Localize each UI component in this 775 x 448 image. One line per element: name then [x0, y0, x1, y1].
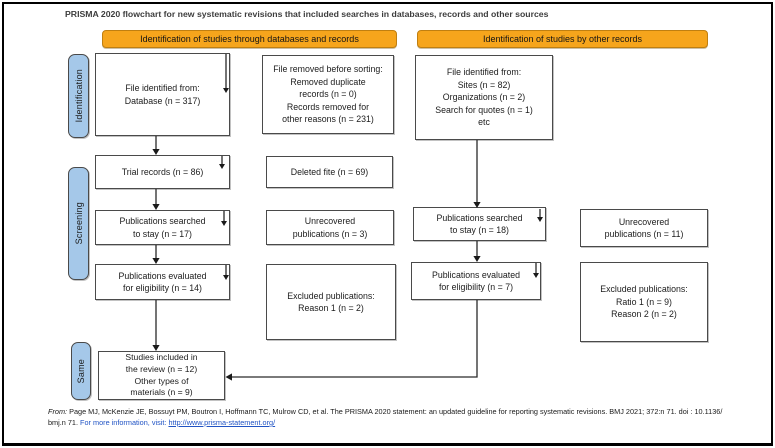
- stage-label-identification: Identification: [68, 54, 89, 138]
- box-unrecovered-other: Unrecovered publications (n = 11): [580, 209, 708, 247]
- arrow-searched-other-to-evaluated-other: [473, 241, 481, 262]
- box-deleted: Deleted fite (n = 69): [266, 156, 393, 188]
- stage-label-included: Same: [71, 342, 91, 400]
- box-excluded-other: Excluded publications: Ratio 1 (n = 9) R…: [580, 262, 708, 342]
- more-info-text: For more information, visit:: [80, 418, 169, 427]
- arrow-db-identified-to-trial-records: [152, 136, 160, 155]
- box-removed-before-sorting: File removed before sorting: Removed dup…: [262, 55, 394, 134]
- prisma-link[interactable]: http://www.prisma-statement.org/: [168, 418, 276, 427]
- citation-line1: From: Page MJ, McKenzie JE, Bossuyt PM, …: [48, 407, 722, 416]
- footer-citation: From: Page MJ, McKenzie JE, Bossuyt PM, …: [48, 406, 764, 428]
- stage-label-screening-text: Screening: [73, 202, 84, 245]
- box-evaluated-other: Publications evaluated for eligibility (…: [411, 262, 541, 300]
- box-db-identified: File identified from: Database (n = 317): [95, 53, 230, 136]
- box-unrecovered-db: Unrecovered publications (n = 3): [266, 210, 394, 245]
- arrow-evaluated-db-to-included: [152, 300, 160, 351]
- from-label: From:: [48, 407, 68, 416]
- banner-other-records: Identification of studies by other recor…: [417, 30, 708, 48]
- chart-title: PRISMA 2020 flowchart for new systematic…: [65, 9, 549, 19]
- box-searched-db: Publications searched to stay (n = 17): [95, 210, 230, 245]
- stage-label-included-text: Same: [76, 358, 86, 384]
- banner-databases-records: Identification of studies through databa…: [102, 30, 397, 48]
- stage-label-identification-text: Identification: [73, 69, 84, 123]
- box-trial-records: Trial records (n = 86): [95, 155, 230, 189]
- box-other-identified: File identified from: Sites (n = 82) Org…: [415, 55, 553, 140]
- box-evaluated-db: Publications evaluated for eligibility (…: [95, 264, 230, 300]
- arrow-searched-db-to-evaluated-db: [152, 245, 160, 264]
- stage-label-screening: Screening: [68, 167, 89, 280]
- arrow-trial-records-to-searched-db: [152, 189, 160, 210]
- arrow-other-identified-to-searched-other: [473, 140, 481, 208]
- citation-text: Page MJ, McKenzie JE, Bossuyt PM, Boutro…: [67, 407, 723, 416]
- box-searched-other: Publications searched to stay (n = 18): [413, 207, 546, 241]
- box-included: Studies included in the review (n = 12) …: [98, 351, 225, 400]
- citation-line2: bmj.n 71.: [48, 418, 81, 427]
- box-excluded-db: Excluded publications: Reason 1 (n = 2): [266, 264, 396, 340]
